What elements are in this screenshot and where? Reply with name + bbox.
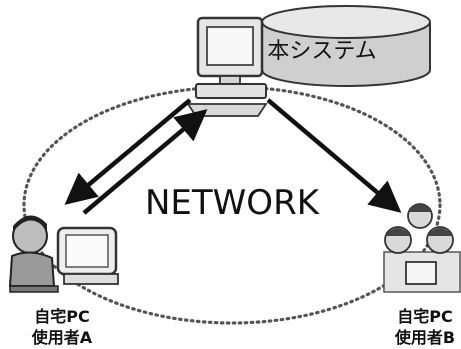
network-label: NETWORK (145, 183, 321, 223)
user-b-line1: 自宅PC (397, 307, 452, 326)
user-a-illustration (8, 215, 119, 293)
arrow-user-a-to-server (82, 109, 208, 215)
system-label: 本システム (267, 39, 376, 64)
user-a-line2: 使用者A (31, 328, 93, 347)
user-b-line2: 使用者B (394, 328, 455, 347)
arrow-server-to-user-a (64, 98, 192, 205)
user-a-line1: 自宅PC (34, 307, 89, 326)
arrow-server-to-user-b (266, 98, 402, 213)
computer-icon (186, 16, 268, 117)
database-cylinder-icon (261, 5, 431, 87)
user-b-illustration (383, 203, 461, 293)
